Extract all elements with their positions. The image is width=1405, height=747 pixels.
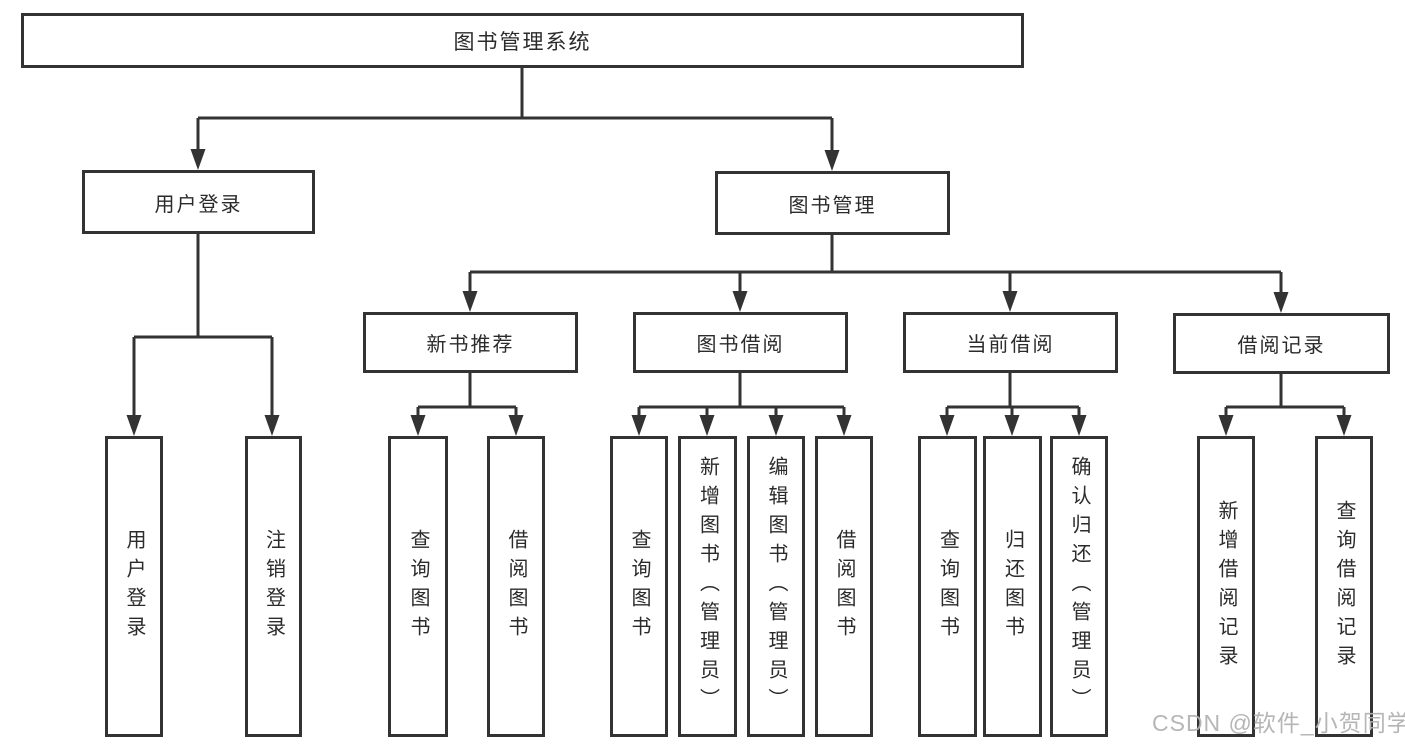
leaf-add-book-admin: 新增图书（管理员） — [678, 436, 737, 737]
leaf-borrow-books-recommend: 借阅图书 — [487, 436, 545, 737]
leaf-query-books-current: 查询图书 — [918, 436, 977, 737]
arrowhead-icons — [126, 149, 1352, 436]
leaf-query-books-recommend: 查询图书 — [388, 436, 448, 737]
leaf-confirm-return-admin: 确认归还（管理员） — [1050, 436, 1108, 737]
watermark: CSDN @软件_小贺同学 — [1152, 710, 1405, 736]
node-new-book-recommend: 新书推荐 — [363, 312, 578, 373]
leaf-logout-login: 注销登录 — [245, 436, 302, 737]
leaf-query-books-borrow: 查询图书 — [610, 436, 668, 737]
tree-edges — [132, 66, 1346, 416]
node-borrowing-records: 借阅记录 — [1173, 313, 1390, 374]
leaf-add-borrow-record: 新增借阅记录 — [1197, 436, 1255, 737]
leaf-edit-book-admin: 编辑图书（管理员） — [747, 436, 805, 737]
leaf-query-borrow-record: 查询借阅记录 — [1315, 436, 1373, 737]
leaf-user-login: 用户登录 — [105, 436, 163, 737]
leaf-borrow-books-borrow: 借阅图书 — [815, 436, 873, 737]
node-library-system: 图书管理系统 — [21, 13, 1024, 68]
node-book-borrowing: 图书借阅 — [633, 312, 848, 373]
node-current-borrowing: 当前借阅 — [903, 312, 1118, 373]
node-user-login: 用户登录 — [82, 170, 315, 234]
leaf-return-books: 归还图书 — [983, 436, 1042, 737]
node-book-management: 图书管理 — [715, 171, 950, 235]
